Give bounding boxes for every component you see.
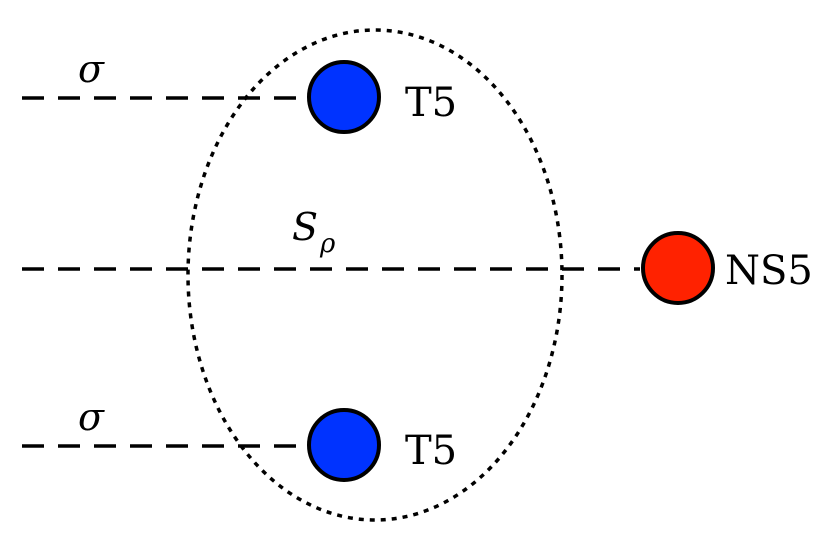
ns5-brane	[641, 231, 715, 305]
s-rho-subscript: ρ	[319, 229, 336, 259]
sigma-label-top: σ	[78, 47, 105, 91]
t5-brane-bottom	[307, 408, 381, 482]
t5-brane-top	[307, 60, 381, 134]
t5-label-bottom: T5	[405, 428, 457, 474]
s-rho-label: S	[292, 205, 318, 249]
s-rho-ellipse	[186, 28, 564, 522]
sigma-label-bottom: σ	[78, 395, 105, 439]
ns5-label: NS5	[725, 248, 813, 294]
t5-label-top: T5	[405, 80, 457, 126]
